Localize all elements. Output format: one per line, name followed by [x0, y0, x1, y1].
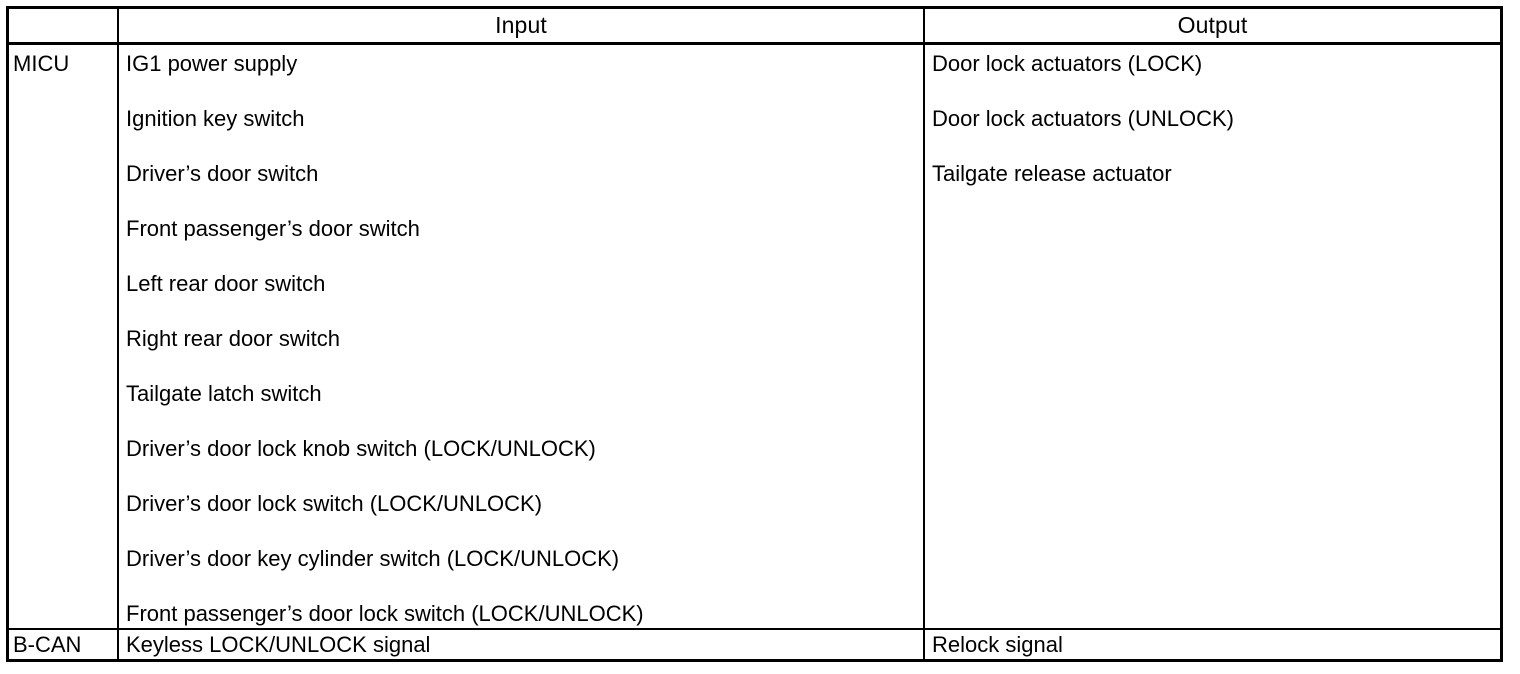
- bcan-output-cell: Relock signal: [925, 630, 1500, 659]
- micu-input-list: IG1 power supply Ignition key switch Dri…: [126, 45, 923, 625]
- table-row-bcan: B-CAN Keyless LOCK/UNLOCK signal Relock …: [9, 630, 1500, 659]
- list-item: Left rear door switch: [126, 271, 326, 296]
- row-label-bcan: B-CAN: [13, 631, 82, 657]
- list-item: Tailgate latch switch: [126, 381, 322, 406]
- list-item: Right rear door switch: [126, 326, 340, 351]
- list-item: Driver’s door key cylinder switch (LOCK/…: [126, 546, 620, 571]
- list-item: Tailgate release actuator: [932, 161, 1172, 186]
- header-input: Input: [495, 12, 547, 38]
- header-divider: [9, 42, 1500, 45]
- input-output-table: Input Output MICU IG1 power supply Ignit…: [6, 6, 1503, 662]
- column-divider-1: [117, 9, 119, 659]
- list-item: Ignition key switch: [126, 106, 305, 131]
- list-item: Front passenger’s door switch: [126, 216, 420, 241]
- list-item: Door lock actuators (UNLOCK): [932, 106, 1234, 131]
- list-item: Door lock actuators (LOCK): [932, 51, 1203, 76]
- header-output: Output: [1177, 12, 1248, 38]
- list-item: Driver’s door switch: [126, 161, 319, 186]
- row-label-micu: MICU: [13, 51, 70, 76]
- micu-output-cell: Door lock actuators (LOCK) Door lock act…: [925, 45, 1500, 628]
- list-item: Driver’s door lock switch (LOCK/UNLOCK): [126, 491, 543, 516]
- bcan-input-text: Keyless LOCK/UNLOCK signal: [126, 631, 431, 657]
- table-row-micu: MICU IG1 power supply Ignition key switc…: [9, 45, 1500, 628]
- list-item: Front passenger’s door lock switch (LOCK…: [126, 601, 644, 626]
- header-corner-cell: [9, 9, 117, 42]
- micu-input-cell: IG1 power supply Ignition key switch Dri…: [119, 45, 923, 628]
- list-item: Driver’s door lock knob switch (LOCK/UNL…: [126, 436, 596, 461]
- table-grid: Input Output MICU IG1 power supply Ignit…: [9, 9, 1500, 659]
- bcan-output-text: Relock signal: [932, 631, 1063, 657]
- table-header-row: Input Output: [9, 9, 1500, 42]
- micu-output-list: Door lock actuators (LOCK) Door lock act…: [932, 45, 1500, 185]
- column-divider-2: [923, 9, 925, 659]
- micu-bcan-divider: [9, 628, 1500, 630]
- list-item: IG1 power supply: [126, 51, 298, 76]
- bcan-input-cell: Keyless LOCK/UNLOCK signal: [119, 630, 923, 659]
